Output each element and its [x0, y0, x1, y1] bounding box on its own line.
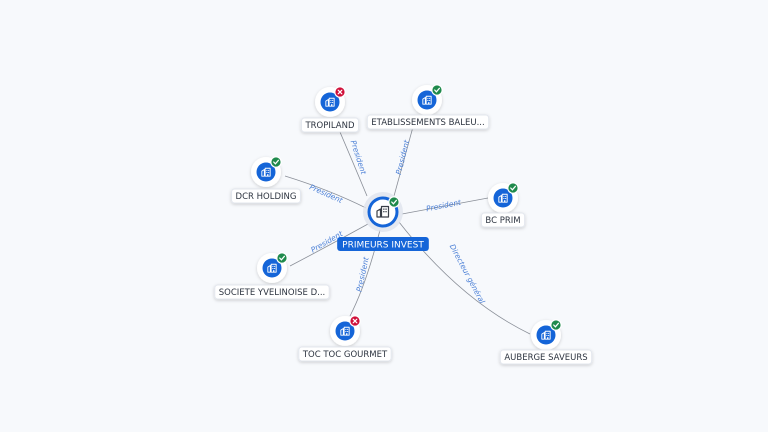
- node-societe[interactable]: SOCIETE YVELINOISE D...: [214, 252, 330, 300]
- node-circle: [262, 258, 282, 278]
- building-icon: [376, 205, 390, 218]
- edge-label: President: [425, 198, 462, 214]
- edge-label: President: [354, 255, 370, 292]
- close-icon: [334, 86, 346, 98]
- node-label: DCR HOLDING: [231, 188, 301, 204]
- node-circle: [335, 321, 355, 341]
- node-label: AUBERGE SAVEURS: [499, 349, 593, 365]
- edge-label: President: [394, 138, 412, 175]
- node-circle: [320, 92, 340, 112]
- node-tropiland[interactable]: TROPILAND: [300, 86, 360, 133]
- center-inner: [370, 199, 396, 225]
- node-label-text: AUBERGE SAVEURS: [504, 353, 587, 363]
- check-icon: [270, 156, 282, 168]
- edge-bcprim: President: [401, 197, 489, 215]
- node-circle: [256, 162, 276, 182]
- check-icon: [431, 84, 443, 96]
- edge-label: President: [349, 139, 369, 176]
- nodes-layer: TROPILAND ETABLISSEMENTS BALEU... DCR HOLD…: [214, 84, 593, 365]
- edge-line: [289, 223, 369, 267]
- edge-line: [284, 175, 367, 209]
- node-circle: [536, 325, 556, 345]
- center-label: PRIMEURS INVEST: [337, 237, 429, 251]
- check-icon: [507, 182, 519, 194]
- node-etablissements[interactable]: ETABLISSEMENTS BALEU...: [366, 84, 490, 130]
- node-label-text: ETABLISSEMENTS BALEU...: [371, 118, 484, 128]
- edge-label: President: [308, 182, 345, 205]
- edge-line: [401, 197, 489, 215]
- node-label-text: TROPILAND: [304, 121, 355, 131]
- node-auberge[interactable]: AUBERGE SAVEURS: [499, 319, 593, 365]
- node-label-text: SOCIETE YVELINOISE D...: [219, 288, 325, 298]
- center-layer: PRIMEURS INVEST: [337, 192, 429, 251]
- check-icon: [388, 196, 400, 208]
- node-label-text: TOC TOC GOURMET: [302, 350, 388, 360]
- node-label: ETABLISSEMENTS BALEU...: [366, 114, 490, 130]
- node-label: BC PRIM: [480, 212, 526, 228]
- node-label-text: BC PRIM: [485, 216, 520, 226]
- node-label: TOC TOC GOURMET: [298, 346, 392, 362]
- check-icon: [276, 252, 288, 264]
- node-toctoc[interactable]: TOC TOC GOURMET: [298, 315, 392, 362]
- edge-label: Directeur général: [448, 243, 487, 306]
- node-label-text: DCR HOLDING: [236, 192, 297, 202]
- node-bcprim[interactable]: BC PRIM: [480, 182, 526, 228]
- center-label-text: PRIMEURS INVEST: [342, 241, 424, 251]
- node-circle: [493, 188, 513, 208]
- node-label: TROPILAND: [300, 117, 360, 133]
- node-label: SOCIETE YVELINOISE D...: [214, 284, 330, 300]
- node-circle: [417, 90, 437, 110]
- close-icon: [349, 315, 361, 327]
- check-icon: [550, 319, 562, 331]
- center-node[interactable]: [363, 192, 403, 232]
- node-dcr[interactable]: DCR HOLDING: [231, 156, 301, 204]
